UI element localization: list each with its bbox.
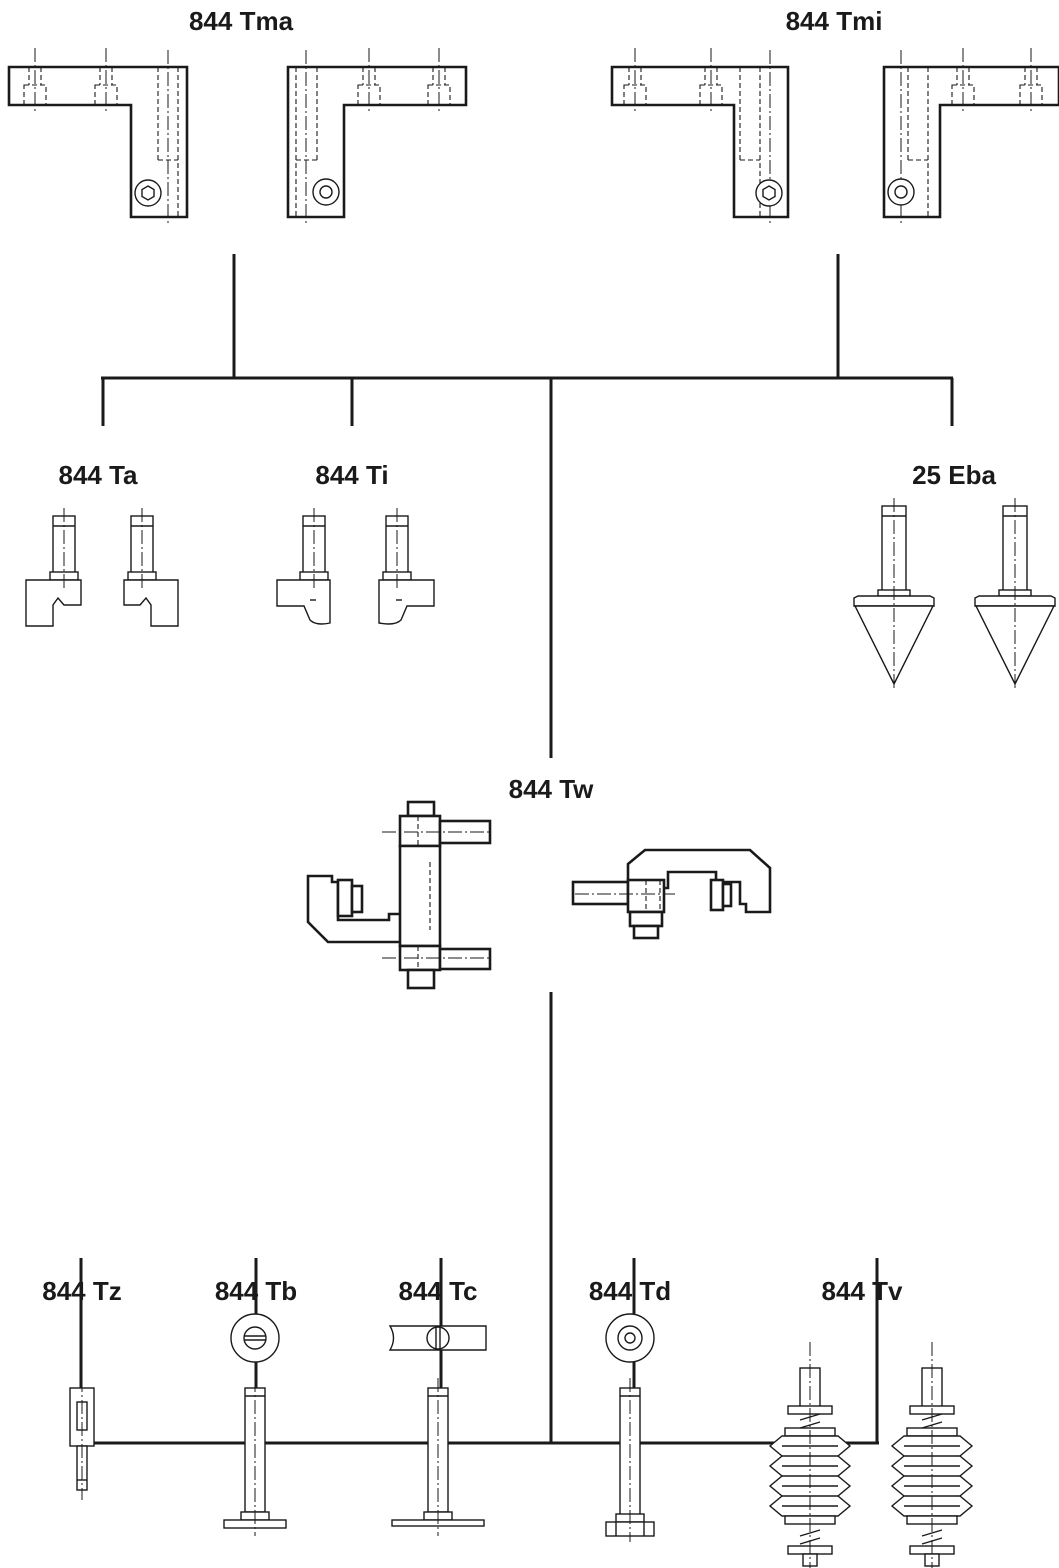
tv-bellows-left xyxy=(768,1342,852,1568)
label-844-td: 844 Td xyxy=(588,1276,672,1306)
label-844-tma: 844 Tma xyxy=(188,6,294,36)
label-844-tmi: 844 Tmi xyxy=(785,6,883,36)
eba-piece-left xyxy=(853,498,935,690)
tma-bracket-left xyxy=(7,48,189,225)
tv-bellows-right xyxy=(890,1342,974,1568)
ta-piece-left xyxy=(25,508,82,627)
label-844-tc: 844 Tc xyxy=(398,1276,478,1306)
part-844-tmi xyxy=(610,48,1059,225)
label-25-eba: 25 Eba xyxy=(912,460,996,490)
part-844-tw xyxy=(306,800,772,990)
label-844-ta: 844 Ta xyxy=(58,460,138,490)
eba-piece-right xyxy=(974,498,1056,690)
tmi-bracket-right xyxy=(882,48,1059,225)
ta-piece-right xyxy=(123,508,179,627)
part-844-tma xyxy=(7,48,468,225)
tma-bracket-right xyxy=(286,48,468,225)
tw-assembly-left xyxy=(306,800,492,990)
label-844-tv: 844 Tv xyxy=(821,1276,903,1306)
part-844-tb xyxy=(223,1313,287,1536)
tw-assembly-right xyxy=(571,848,772,940)
part-844-td xyxy=(605,1313,655,1542)
part-844-ti xyxy=(276,508,435,625)
tmi-bracket-left xyxy=(610,48,790,225)
label-844-tw: 844 Tw xyxy=(508,774,594,804)
label-844-ti: 844 Ti xyxy=(315,460,389,490)
part-844-ta xyxy=(25,508,179,627)
part-25-eba xyxy=(853,498,1056,690)
connector-lines xyxy=(79,254,954,1445)
ti-piece-left xyxy=(276,508,331,625)
part-844-tv xyxy=(768,1342,974,1568)
part-844-tc xyxy=(388,1325,487,1536)
ti-piece-right xyxy=(378,508,435,625)
part-844-tz xyxy=(69,1378,95,1500)
